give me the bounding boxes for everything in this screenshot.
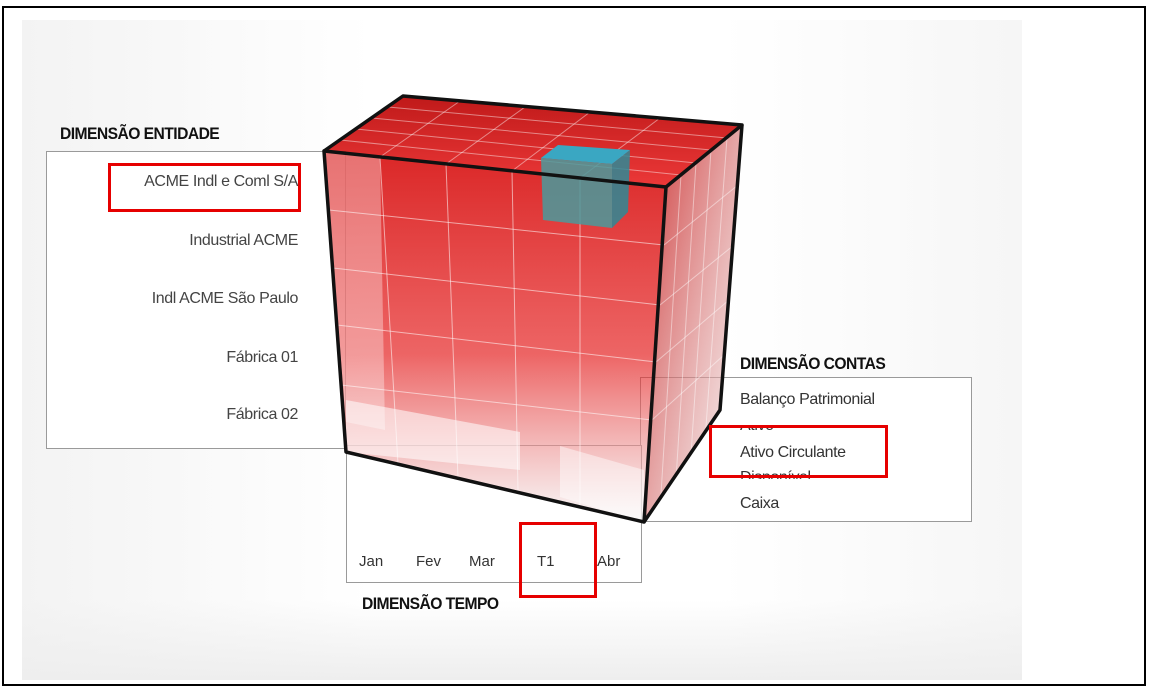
account-item[interactable]: Ativo Circulante xyxy=(740,444,846,461)
selected-cell-front xyxy=(541,158,612,228)
time-item[interactable]: T1 xyxy=(537,553,555,570)
account-item[interactable]: Caixa xyxy=(740,495,779,512)
cube-empty-region xyxy=(324,151,385,430)
entity-item[interactable]: Industrial ACME xyxy=(189,232,298,249)
accounts-highlight-box xyxy=(709,425,888,478)
entity-item[interactable]: Fábrica 02 xyxy=(226,406,298,423)
time-item[interactable]: Jan xyxy=(359,553,384,570)
time-dimension-title: DIMENSÃO TEMPO xyxy=(362,594,499,613)
background-shadow xyxy=(22,600,1022,680)
account-item[interactable]: Ativo xyxy=(740,417,774,434)
entity-highlight-box xyxy=(108,163,301,212)
cube-front-grid xyxy=(328,156,665,505)
cube-right-face xyxy=(644,125,742,522)
entity-item[interactable]: Indl ACME São Paulo xyxy=(151,290,299,307)
selected-cell-side xyxy=(612,150,630,228)
time-item[interactable]: Fev xyxy=(416,553,442,570)
cube-empty-region xyxy=(560,446,644,522)
selected-cell-top xyxy=(541,145,630,164)
time-item[interactable]: Mar xyxy=(469,553,495,570)
entity-dimension-title: DIMENSÃO ENTIDADE xyxy=(60,124,220,143)
account-item[interactable]: Balanço Patrimonial xyxy=(740,391,875,408)
cube-empty-region xyxy=(346,400,520,470)
time-item[interactable]: Abr xyxy=(597,553,621,570)
cube-top-face xyxy=(324,96,742,187)
cube-right-grid xyxy=(651,137,739,511)
time-highlight-box xyxy=(519,522,597,598)
entity-list: ACME Indl e Coml S/A Industrial ACME Ind… xyxy=(46,151,298,449)
account-item[interactable]: Disponível xyxy=(740,469,811,486)
entity-item[interactable]: ACME Indl e Coml S/A xyxy=(144,173,298,190)
accounts-dimension-title: DIMENSÃO CONTAS xyxy=(740,354,886,373)
cube-outline xyxy=(322,94,744,524)
entity-item[interactable]: Fábrica 01 xyxy=(226,349,298,366)
